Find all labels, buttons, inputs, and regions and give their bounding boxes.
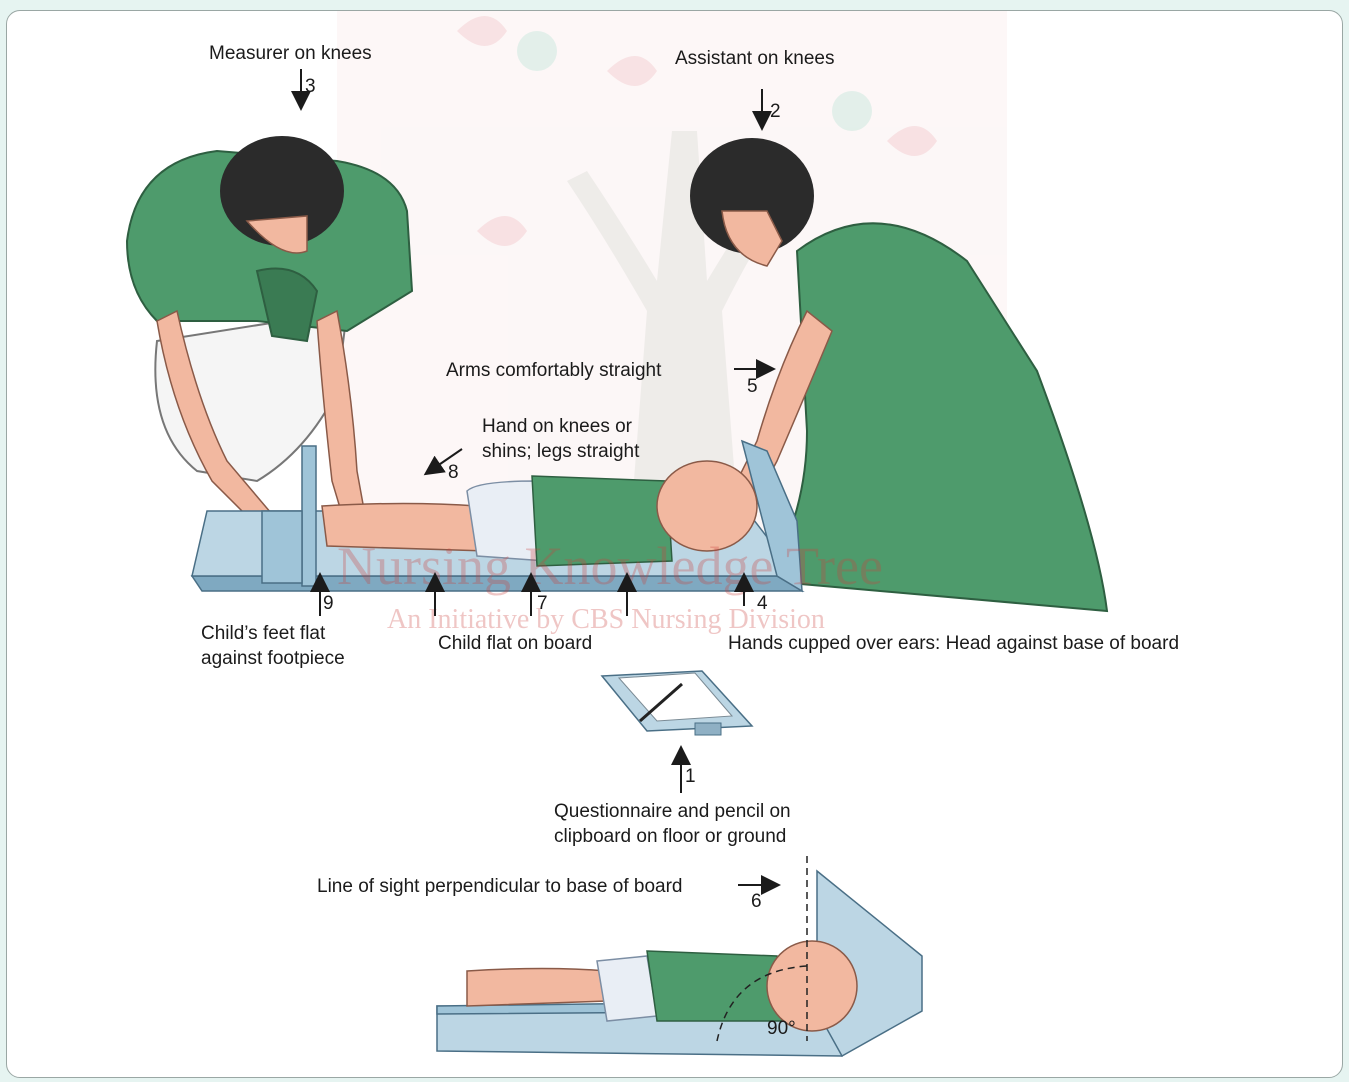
label-questionnaire-line2: clipboard on floor or ground	[554, 826, 786, 847]
label-assistant: Assistant on knees	[675, 48, 834, 69]
clipboard-icon	[602, 671, 752, 735]
label-hand-line1: Hand on knees or	[482, 416, 633, 437]
step-4: 4	[757, 593, 768, 614]
step-3: 3	[305, 76, 316, 97]
step-1: 1	[685, 766, 696, 787]
step-7: 7	[537, 593, 548, 614]
step-5: 5	[747, 376, 758, 397]
label-feet-line1: Child’s feet flat	[201, 623, 326, 644]
label-hand-line2: shins; legs straight	[482, 441, 640, 462]
label-measurer: Measurer on knees	[209, 43, 372, 64]
label-arms: Arms comfortably straight	[446, 360, 662, 381]
length-measurement-illustration: Nursing Knowledge Tree An Initiative by …	[7, 11, 1342, 1077]
watermark-title: Nursing Knowledge Tree	[337, 536, 883, 596]
label-line-of-sight: Line of sight perpendicular to base of b…	[317, 876, 682, 897]
step-2: 2	[770, 101, 781, 122]
watermark-text: Nursing Knowledge Tree An Initiative by …	[337, 536, 883, 635]
label-hands-cupped: Hands cupped over ears: Head against bas…	[728, 633, 1179, 654]
label-questionnaire-line1: Questionnaire and pencil on	[554, 801, 791, 822]
label-angle: 90°	[767, 1018, 796, 1039]
figure-frame: Nursing Knowledge Tree An Initiative by …	[6, 10, 1343, 1078]
step-9: 9	[323, 593, 334, 614]
step-6: 6	[751, 891, 762, 912]
step-8: 8	[448, 462, 459, 483]
label-flat: Child flat on board	[438, 633, 592, 654]
label-feet-line2: against footpiece	[201, 648, 345, 669]
